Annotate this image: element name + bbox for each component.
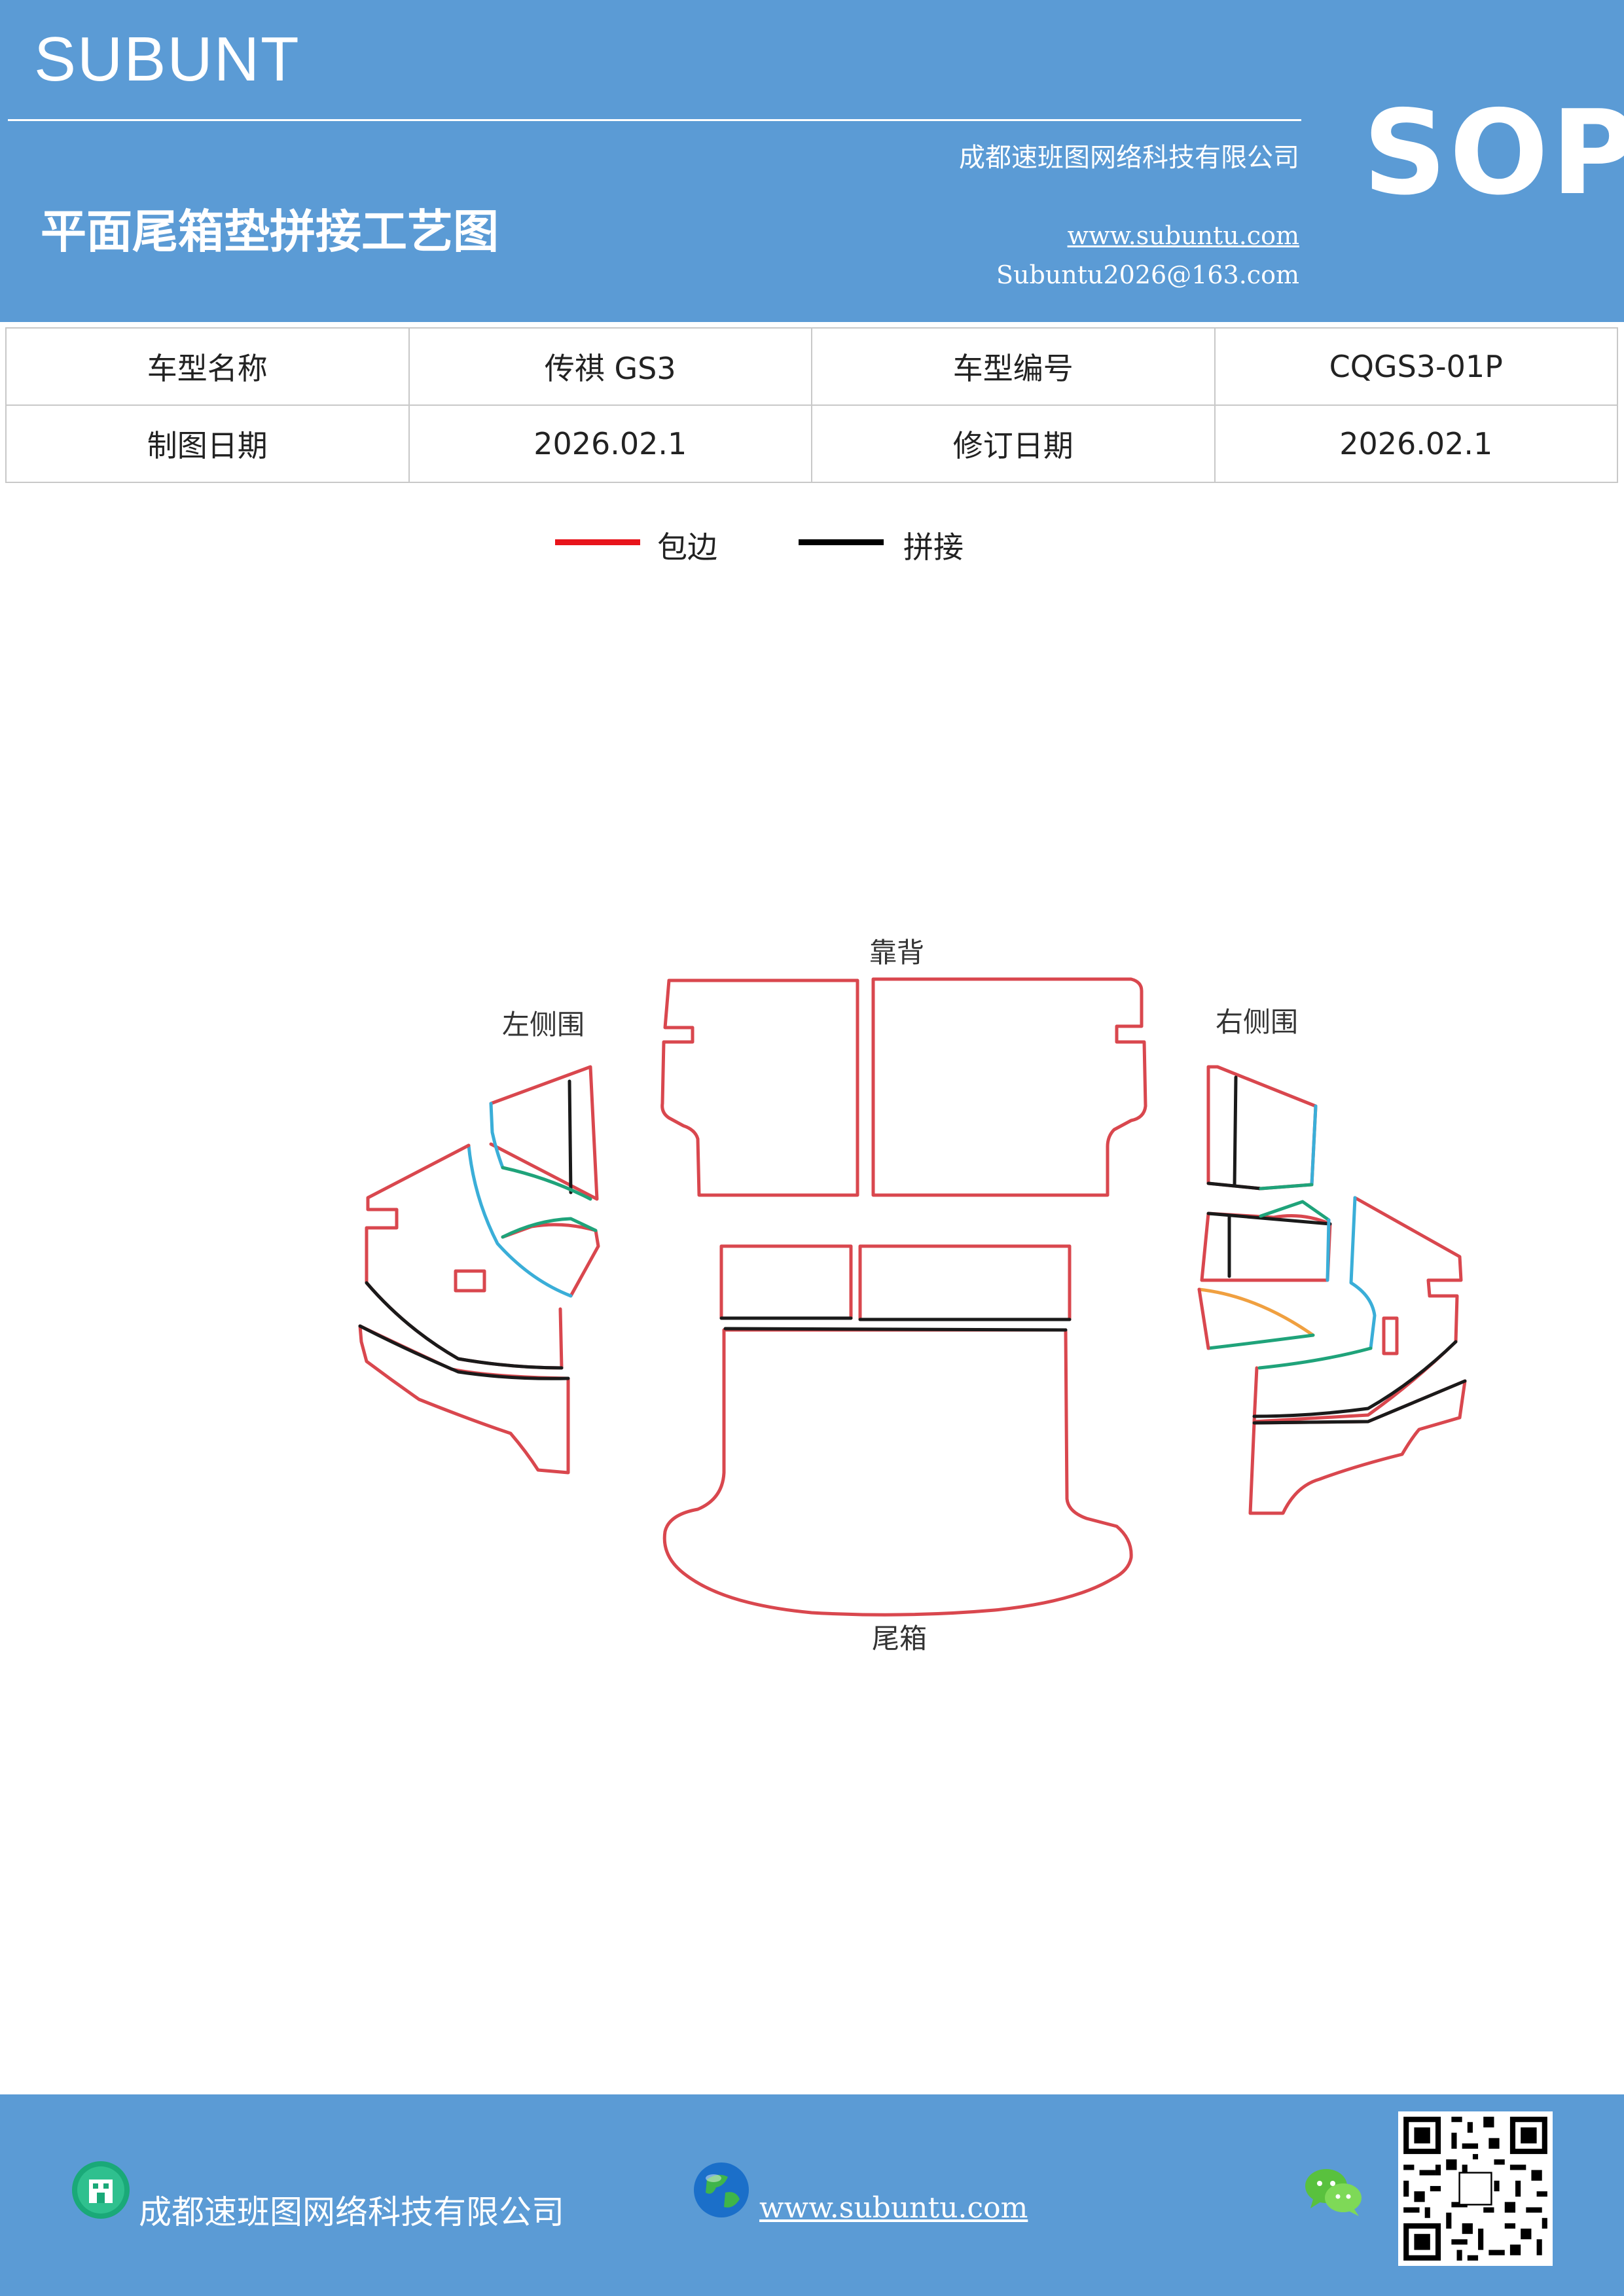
table-cell-value: 传祺 GS3 [408,327,812,406]
footer-company: 成都速班图网络科技有限公司 [139,2193,564,2231]
right-side-lower-seam [1252,1379,1467,1425]
right-side-upper-blue [1310,1104,1318,1187]
left-side-upper-blue [489,1102,505,1170]
right-side-upper-panel [1206,1065,1318,1191]
qr-code[interactable] [1398,2111,1553,2266]
legend-swatch-seam [799,539,884,545]
right-side-upper-green [1259,1183,1314,1191]
header-email[interactable]: Subuntu2026@163.com [996,260,1299,289]
table-row: 制图日期 2026.02.1 修订日期 2026.02.1 [5,404,1618,483]
label-right-side: 右侧围 [1216,1006,1298,1038]
left-side-mid-green [501,1217,598,1239]
left-side-upper-seam [568,1079,573,1194]
header-banner: SUBUNT 成都速班图网络科技有限公司 平面尾箱垫拼接工艺图 www.subu… [0,0,1624,322]
left-side-lower-seam [358,1324,570,1380]
footer-website-link[interactable]: www.subuntu.com [759,2191,1028,2225]
right-side-wedge-orange [1197,1287,1315,1337]
legend-label-edging: 包边 [657,529,717,565]
table-cell-label: 制图日期 [5,404,410,483]
label-left-side: 左侧围 [502,1009,585,1041]
right-side-main-seam [1252,1340,1458,1418]
document-title: 平面尾箱垫拼接工艺图 [41,204,499,259]
brand-name: SUBUNT [34,24,300,94]
right-side-cutout [1382,1316,1399,1355]
left-side-main-seam [365,1281,564,1370]
left-side-mid-blue [467,1143,573,1298]
backrest-right-panel [871,977,1147,1197]
right-side-mid-seam [1206,1211,1332,1278]
legend-swatch-edging [555,539,640,545]
building-icon [72,2161,130,2219]
table-cell-label: 修订日期 [811,404,1216,483]
wechat-icon[interactable] [1303,2164,1365,2219]
middle-strip-left [719,1244,853,1320]
legend-label-seam: 拼接 [903,529,964,565]
header-website-link[interactable]: www.subuntu.com [1067,221,1299,250]
globe-icon [694,2162,749,2217]
right-side-mid-green-top [1259,1200,1331,1222]
left-side-upper-panel [489,1065,599,1201]
left-side-cutout [454,1269,486,1293]
right-side-main-panel [1252,1196,1463,1424]
right-side-wedge-edge [1197,1287,1210,1350]
table-row: 车型名称 传祺 GS3 车型编号 CQGS3-01P [5,327,1618,406]
header-company: 成都速班图网络科技有限公司 [959,143,1299,173]
left-side-upper-green [501,1166,592,1201]
trunk-mat-diagram: 靠背 尾箱 左侧围 右侧围 [358,937,1467,1655]
sop-badge: SOP [1363,85,1624,221]
footer-banner: 成都速班图网络科技有限公司 www.subuntu.com [0,2094,1624,2296]
trunk-floor-seam [723,1327,1068,1332]
table-cell-value: 2026.02.1 [1214,404,1618,483]
right-side-main-blue [1349,1196,1377,1350]
right-side-mid-blue [1326,1218,1331,1282]
table-cell-label: 车型编号 [811,327,1216,406]
middle-strip-right [858,1244,1072,1321]
right-side-lower-panel [1248,1379,1467,1515]
table-cell-value: 2026.02.1 [408,404,812,483]
label-trunk: 尾箱 [872,1623,927,1655]
right-side-main-green [1257,1346,1373,1370]
middle-strip-seam [719,1316,1072,1321]
vehicle-info-table: 车型名称 传祺 GS3 车型编号 CQGS3-01P 制图日期 2026.02.… [5,327,1618,483]
backrest-left-panel [660,978,859,1197]
right-side-wedge-green [1206,1333,1315,1350]
left-side-lower-panel [358,1324,570,1475]
table-cell-label: 车型名称 [5,327,410,406]
left-side-main-panel [365,1143,564,1370]
trunk-floor-panel [662,1328,1133,1617]
table-cell-value: CQGS3-01P [1214,327,1618,406]
header-divider [8,119,1301,121]
label-backrest: 靠背 [869,937,924,969]
right-side-upper-seam [1206,1075,1263,1191]
